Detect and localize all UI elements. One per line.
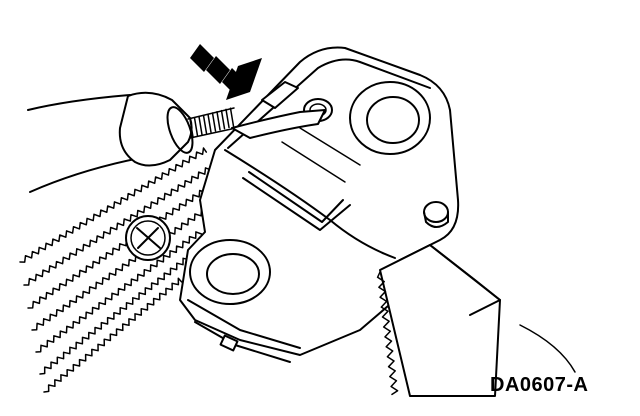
wire-line (27, 187, 207, 309)
wire-line (31, 208, 208, 331)
direction-arrow-icon (190, 44, 262, 100)
screwdriver-shaft (187, 107, 237, 139)
screwdriver-coil (189, 107, 235, 138)
wire-line (43, 277, 183, 393)
mounting-bracket (376, 244, 501, 397)
wire-line (35, 231, 203, 353)
screwdriver-icon (27, 91, 326, 193)
phillips-screw-icon (125, 215, 171, 261)
wire-line (19, 147, 208, 263)
wire-line (23, 167, 213, 286)
leader-line (519, 324, 576, 373)
cable-bundle-icon (19, 147, 213, 393)
wire-line (39, 253, 191, 375)
figure-code-label: DA0607-A (490, 374, 589, 396)
